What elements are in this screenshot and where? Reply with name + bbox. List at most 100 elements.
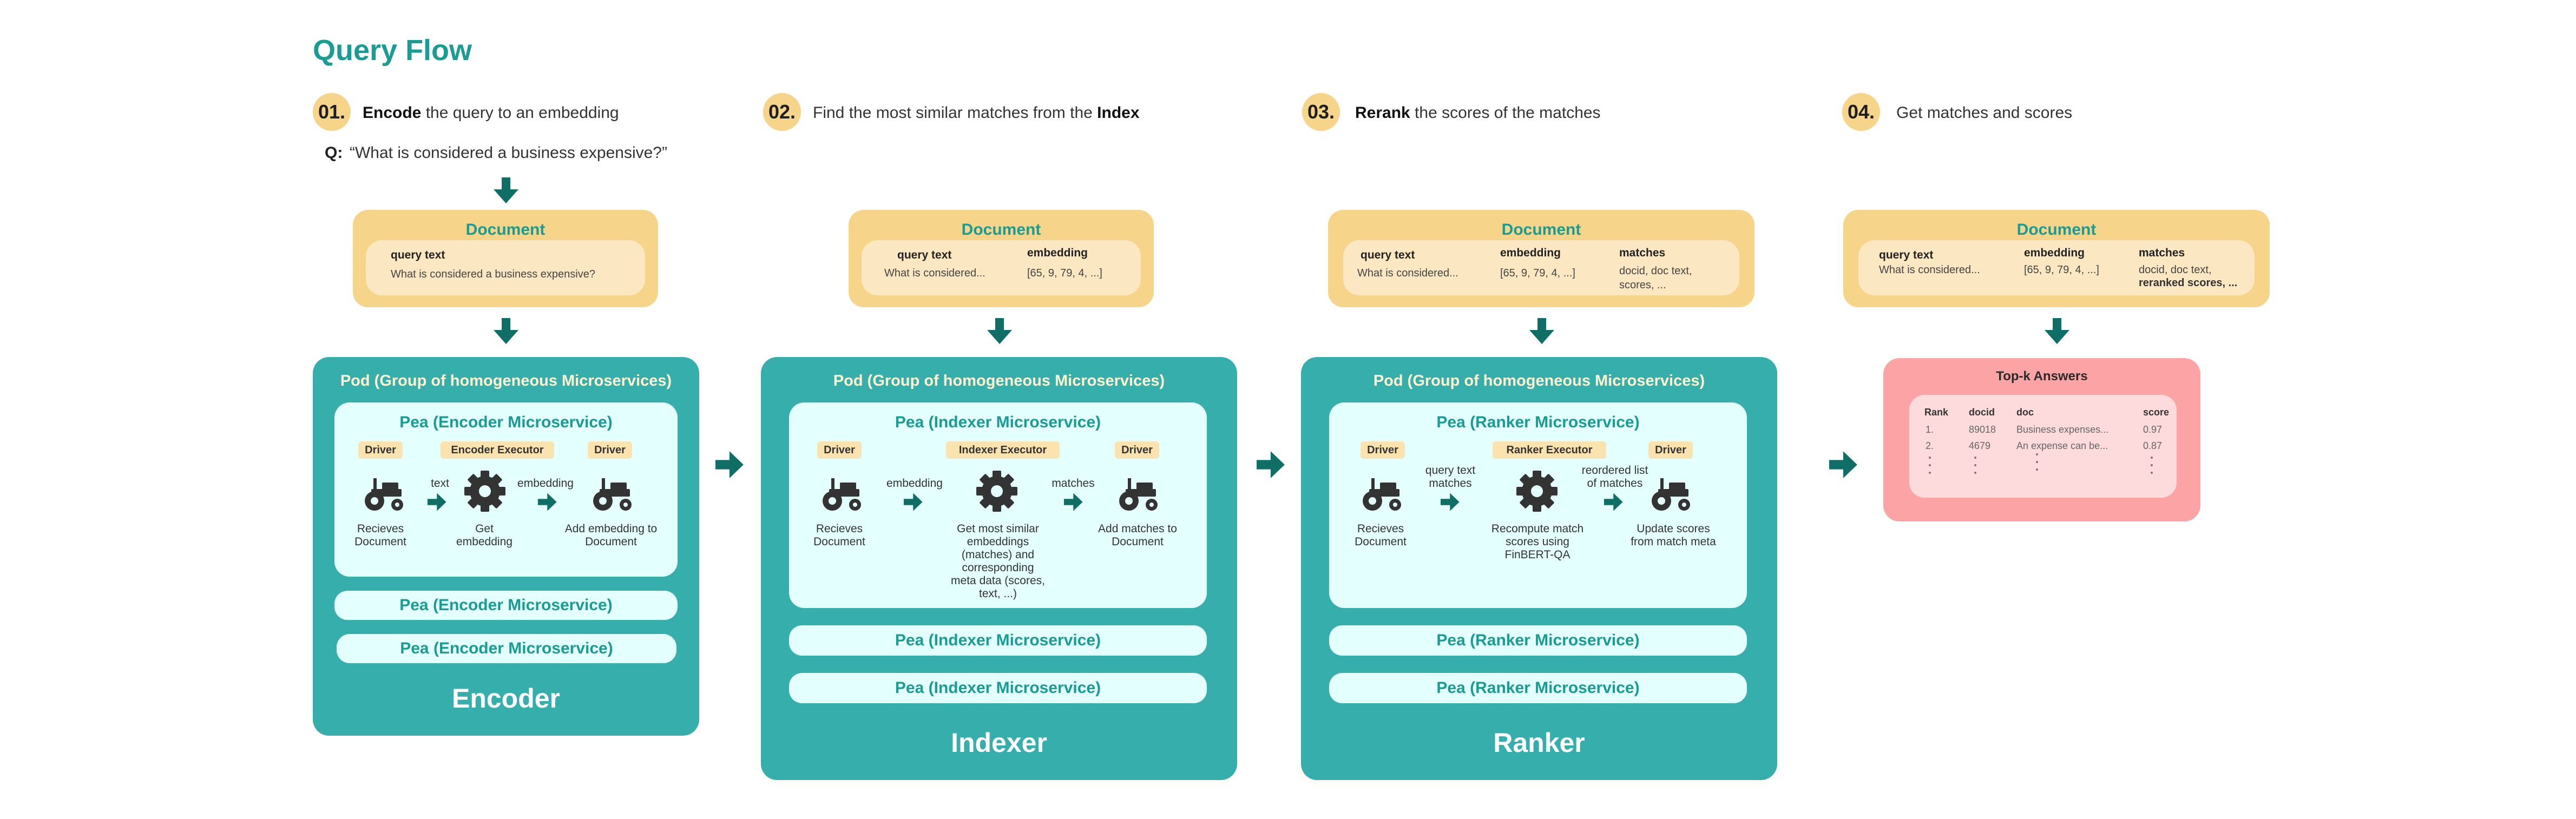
topk-answers-card: Top-k Answers Rank docid doc score 1. 89… (1883, 358, 2200, 521)
tractor-icon (1113, 475, 1161, 513)
topk-cell: 89018 (1969, 424, 1996, 435)
arrow-right-icon (1064, 492, 1083, 512)
driver-tag: Driver (1648, 441, 1693, 459)
field-query-text-value: What is considered... (1879, 264, 1980, 276)
topk-cell: Business expenses... (2016, 424, 2109, 435)
caption-receives-document: Recieves Document (1355, 523, 1407, 548)
pea-title: Pea (Indexer Microservice) (895, 413, 1101, 431)
tractor-icon (1356, 475, 1405, 513)
step-1-rest: the query to an embedding (421, 104, 619, 122)
pod-name: Ranker (1493, 728, 1585, 758)
arrow-right-icon (538, 492, 557, 512)
step-4-number: 04. (1842, 93, 1880, 131)
field-embedding-value: [65, 9, 79, 4, ...] (2024, 264, 2099, 276)
field-matches-header: matches (1619, 247, 1666, 259)
tractor-icon (1645, 475, 1694, 513)
topk-header-rank: Rank (1924, 407, 1949, 418)
caption-get-embedding: Get embedding (456, 523, 512, 548)
caption-recompute-scores: Recompute match scores using FinBERT-QA (1491, 523, 1584, 561)
document-fields: query text What is considered... embeddi… (862, 240, 1141, 295)
driver-tag: Driver (588, 441, 632, 459)
pea-encoder-replica: Pea (Encoder Microservice) (334, 591, 678, 620)
field-embedding-header: embedding (1500, 247, 1561, 259)
topk-cell: 0.87 (2143, 440, 2163, 451)
arrow-label-reordered-matches: reordered list of matches (1581, 464, 1648, 490)
caption-receives-document: Recieves Document (354, 523, 406, 548)
document-fields: query text What is considered... embeddi… (1858, 240, 2255, 295)
step-2-number: 02. (763, 93, 801, 131)
topk-header-score: score (2143, 407, 2170, 418)
arrow-right-icon (1257, 450, 1286, 479)
document-title: Document (1501, 221, 1581, 239)
field-matches-value-2: reranked scores, ... (2139, 277, 2238, 289)
step-1-number: 01. (313, 93, 351, 131)
field-embedding-header: embedding (2024, 247, 2085, 259)
pod-title: Pod (Group of homogeneous Microservices) (340, 372, 672, 389)
arrow-right-icon (715, 450, 745, 479)
topk-header-doc: doc (2016, 407, 2034, 418)
arrow-label-matches: matches (1052, 477, 1095, 490)
arrow-label-embedding: embedding (517, 477, 574, 490)
pod-title: Pod (Group of homogeneous Microservices) (1373, 372, 1705, 389)
document-title: Document (2016, 221, 2097, 239)
arrow-down-icon (492, 318, 520, 345)
topk-title: Top-k Answers (1996, 369, 2088, 384)
document-card-4: Document query text What is considered..… (1843, 210, 2270, 307)
pea-ranker-replica: Pea (Ranker Microservice) (1329, 673, 1747, 703)
step-1-bold: Encode (363, 104, 422, 122)
topk-continuation-dots (1929, 453, 2153, 474)
field-matches-header: matches (2139, 247, 2185, 259)
document-fields: query text What is considered a business… (366, 240, 645, 295)
pea-ranker-main: Pea (Ranker Microservice) Driver Ranker … (1329, 402, 1747, 608)
driver-tag: Driver (1115, 441, 1159, 459)
tractor-icon (587, 475, 635, 513)
topk-cell: 2. (1926, 440, 1934, 451)
gear-icon (463, 470, 507, 513)
arrow-down-icon (1528, 318, 1555, 345)
caption-add-matches: Add matches to Document (1098, 523, 1177, 548)
field-query-text-value: What is considered... (884, 267, 985, 279)
gear-icon (975, 470, 1018, 513)
caption-get-similar-embeddings: Get most similar embeddings (matches) an… (951, 523, 1045, 600)
driver-tag: Driver (358, 441, 403, 459)
caption-receives-document: Recieves Document (813, 523, 865, 548)
pea-ranker-replica: Pea (Ranker Microservice) (1329, 625, 1747, 656)
topk-cell: An expense can be... (2016, 440, 2108, 451)
step-2-bold: Index (1097, 104, 1140, 122)
pea-encoder-replica: Pea (Encoder Microservice) (337, 634, 676, 663)
pea-indexer-main: Pea (Indexer Microservice) Driver Indexe… (789, 402, 1207, 608)
query-text: “What is considered a business expensive… (350, 144, 667, 162)
arrow-down-icon (492, 177, 520, 204)
topk-header-docid: docid (1969, 407, 1995, 418)
executor-tag: Ranker Executor (1493, 441, 1606, 459)
pea-encoder-main: Pea (Encoder Microservice) Driver Encode… (334, 402, 678, 577)
step-4-text: Get matches and scores (1896, 104, 2073, 122)
step-3-text: Rerank the scores of the matches (1355, 104, 1601, 122)
arrow-label-query-text-matches: query text matches (1425, 464, 1476, 490)
topk-cell: 1. (1926, 424, 1934, 435)
field-query-text-header: query text (1361, 249, 1415, 261)
pod-name: Indexer (951, 728, 1047, 758)
arrow-down-icon (2043, 318, 2071, 345)
field-embedding-value: [65, 9, 79, 4, ...] (1027, 267, 1102, 279)
document-fields: query text What is considered... embeddi… (1343, 240, 1739, 295)
caption-add-embedding: Add embedding to Document (564, 523, 658, 548)
arrow-right-icon (1604, 492, 1624, 512)
tractor-icon (816, 475, 865, 513)
field-embedding-value: [65, 9, 79, 4, ...] (1500, 267, 1575, 279)
field-query-text-header: query text (391, 249, 445, 261)
field-query-text-value: What is considered a business expensive? (391, 268, 595, 280)
arrow-label-embedding: embedding (886, 477, 943, 490)
step-3-bold: Rerank (1355, 104, 1410, 122)
topk-table: Rank docid doc score 1. 89018 Business e… (1909, 395, 2177, 498)
arrow-label-text: text (431, 477, 449, 490)
arrow-right-icon (428, 492, 447, 512)
document-title: Document (465, 221, 546, 239)
document-card-2: Document query text What is considered..… (849, 210, 1154, 307)
arrow-right-icon (1829, 450, 1858, 479)
step-1-text: Encode the query to an embedding (363, 104, 619, 122)
document-card-3: Document query text What is considered..… (1328, 210, 1754, 307)
document-card-1: Document query text What is considered a… (353, 210, 658, 307)
executor-tag: Indexer Executor (946, 441, 1060, 459)
step-2-pre: Find the most similar matches from the (813, 104, 1098, 122)
